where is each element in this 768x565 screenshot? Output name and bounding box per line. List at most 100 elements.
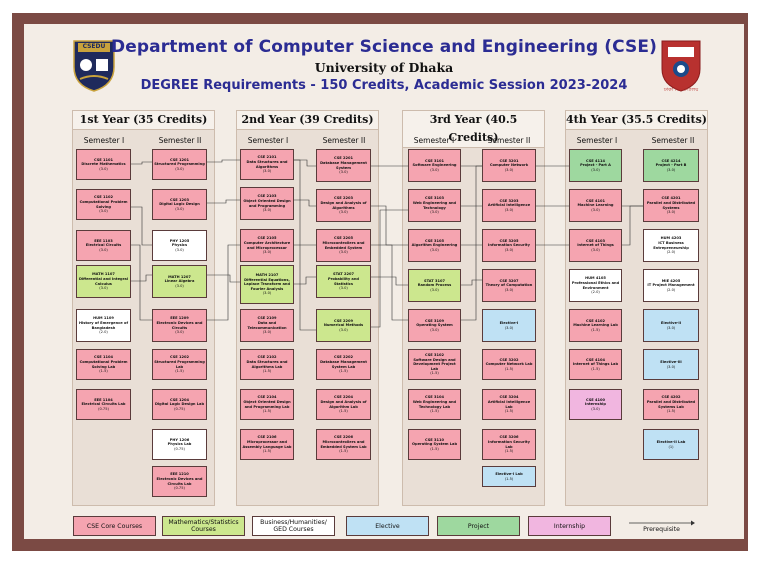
course-credits: (3.0) bbox=[339, 170, 348, 175]
course-credits: (3.0) bbox=[430, 247, 439, 252]
course-name: Artificial Intelligence bbox=[487, 203, 531, 208]
csedu-logo-graphic bbox=[73, 40, 115, 92]
course-name: Microcontrollers and Embedded System Lab bbox=[320, 439, 367, 449]
course-code: CSE 3207 bbox=[499, 278, 519, 283]
course-credits: (3.0) bbox=[504, 325, 514, 330]
course-code: CSE 3203 bbox=[499, 198, 519, 203]
course-name: Internship bbox=[585, 402, 606, 407]
course-code: CSE 3206 bbox=[499, 435, 519, 440]
course-code: CSE 4102 bbox=[585, 318, 605, 323]
degree-subtitle: DEGREE Requirements - 150 Credits, Acade… bbox=[140, 78, 628, 93]
course-code: CSE 1204 bbox=[169, 397, 189, 402]
course-code: CSE 2205 bbox=[333, 236, 353, 241]
du-logo-graphic bbox=[661, 40, 701, 92]
course-credits: (3.0) bbox=[504, 287, 514, 292]
course-code: MATH 2107 bbox=[255, 273, 279, 278]
year-4-title: 4th Year (35.5 Credits) bbox=[565, 110, 708, 130]
y4-sem1-label: Semester I bbox=[576, 136, 618, 145]
course-credits: (3.0) bbox=[99, 166, 108, 171]
course-code: EEE 1103 bbox=[94, 238, 113, 243]
course-credits: (1.5) bbox=[591, 327, 600, 332]
course-code: EEE 1104 bbox=[94, 397, 113, 402]
course-name: Probability and Statistics bbox=[327, 276, 359, 286]
course-code: PHY 1205 bbox=[169, 238, 190, 243]
course-credits: (3.0) bbox=[99, 209, 108, 214]
course-credits: (3.0) bbox=[339, 286, 348, 291]
page-title: Department of Computer Science and Engin… bbox=[111, 37, 657, 57]
course-name: Machine Learning bbox=[577, 203, 614, 208]
course-code: CSE 3109 bbox=[424, 318, 444, 323]
course-code: CSE 2202 bbox=[333, 355, 353, 360]
course-credits: (1.5) bbox=[262, 369, 272, 374]
course-credits: (3.0) bbox=[339, 327, 348, 332]
course-name: Data and Telecommunication bbox=[247, 320, 287, 330]
course-code: HUM 4203 bbox=[660, 236, 682, 241]
course-code: CSE 2102 bbox=[257, 355, 277, 360]
course-credits: (1.5) bbox=[175, 369, 184, 374]
course-credits: (3.0) bbox=[591, 167, 600, 172]
course-name: Data Structures and Algorithms bbox=[246, 159, 288, 169]
course-credits: (3.0) bbox=[591, 247, 600, 252]
course-code: CSE 3101 bbox=[424, 158, 444, 163]
course-credits: (3.0) bbox=[262, 330, 272, 335]
course-name: Microprocessor and Assembly Language Lab bbox=[242, 439, 292, 449]
course-code: HUM 4105 bbox=[585, 276, 606, 281]
course-code: EEE 1209 bbox=[170, 316, 189, 321]
course-name: Differential Equations, Laplace Transfor… bbox=[243, 277, 291, 291]
course-name: Operating System bbox=[416, 323, 453, 328]
course-credits: (1.5) bbox=[430, 371, 439, 376]
csedu-logo-label: CSEDU bbox=[82, 43, 106, 50]
course-code: PHY 1206 bbox=[169, 437, 190, 442]
course-credits: (0.75) bbox=[98, 406, 109, 411]
course-code: MIE 4205 bbox=[661, 278, 681, 283]
course-code: CSE 3102 bbox=[424, 353, 444, 358]
course-name: Digital Logic Design Lab bbox=[154, 402, 205, 407]
course-name: Design and Analysis of Algorithms bbox=[320, 200, 367, 210]
course-code: CSE 3104 bbox=[424, 395, 444, 400]
course-code: CSE 2106 bbox=[257, 435, 277, 440]
course-name: Numerical Methods bbox=[323, 323, 364, 328]
course-code: CSE 2109 bbox=[257, 316, 277, 321]
course-name: Information Security Lab bbox=[488, 439, 530, 449]
prerequisite-arrow-icon bbox=[628, 520, 695, 525]
du-logo: ঢাকা বিশ্ববিদ্যালয় bbox=[658, 37, 704, 95]
legend-internship-label: Internship bbox=[553, 522, 586, 530]
du-logo-label: ঢাকা বিশ্ববিদ্যালয় bbox=[663, 87, 699, 93]
course-name: Physics bbox=[171, 243, 188, 248]
course-name: Computational Problem Solving bbox=[79, 199, 128, 209]
course-name: Microcontrollers and Embedded System bbox=[322, 240, 365, 250]
course-code: CSE 4104 bbox=[585, 357, 605, 362]
course-credits: (3.0) bbox=[262, 208, 272, 213]
course-code: CSE 2105 bbox=[257, 236, 277, 241]
course-credits: (0.75) bbox=[174, 446, 185, 451]
course-code: STAT 2207 bbox=[333, 272, 354, 277]
course-code: CSE 4114 bbox=[585, 158, 605, 163]
course-name: Web Engineering and Technology Lab bbox=[412, 399, 457, 409]
course-code: CSE 2203 bbox=[333, 196, 353, 201]
course-name: Parallel and Distributed Systems Lab bbox=[646, 399, 696, 409]
course-credits: (1.5) bbox=[99, 369, 108, 374]
course-name: Physics Lab bbox=[167, 442, 192, 447]
course-name: Project - Part B bbox=[655, 163, 687, 168]
